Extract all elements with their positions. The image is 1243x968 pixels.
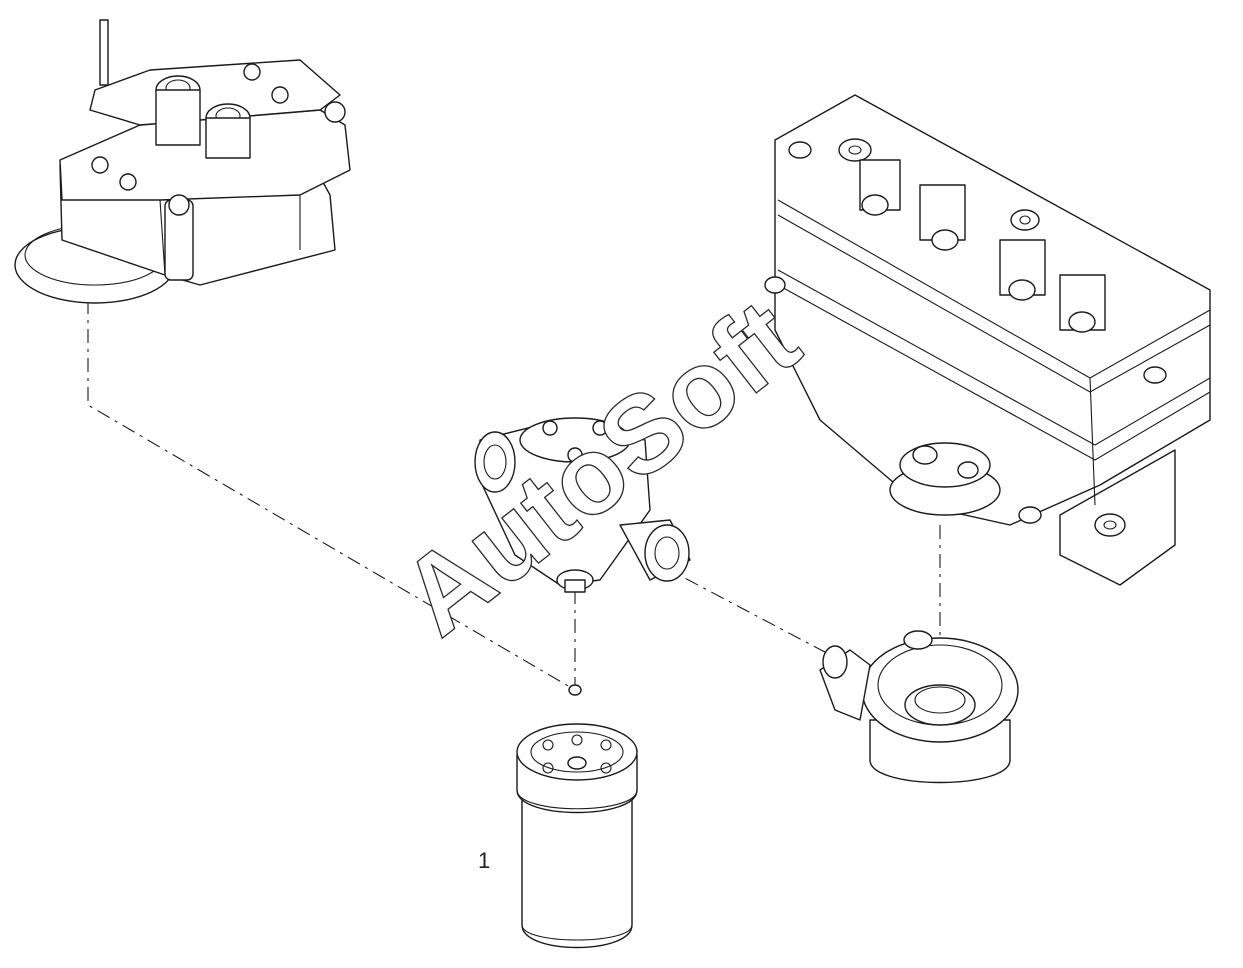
filter-cartridge (516, 723, 638, 949)
filter-head (474, 417, 691, 593)
filter-cover (819, 630, 1019, 784)
manifold-block (764, 94, 1211, 586)
manifold-bolt-bosses (764, 138, 1167, 537)
callout-label-1: 1 (478, 848, 490, 873)
leader-top-left-to-filter (87, 300, 576, 691)
watermark-text: AutoSoft (379, 276, 821, 659)
leader-head-to-cover (659, 564, 841, 661)
filter-housing-assembly (14, 19, 351, 304)
seal-ring (568, 684, 582, 696)
